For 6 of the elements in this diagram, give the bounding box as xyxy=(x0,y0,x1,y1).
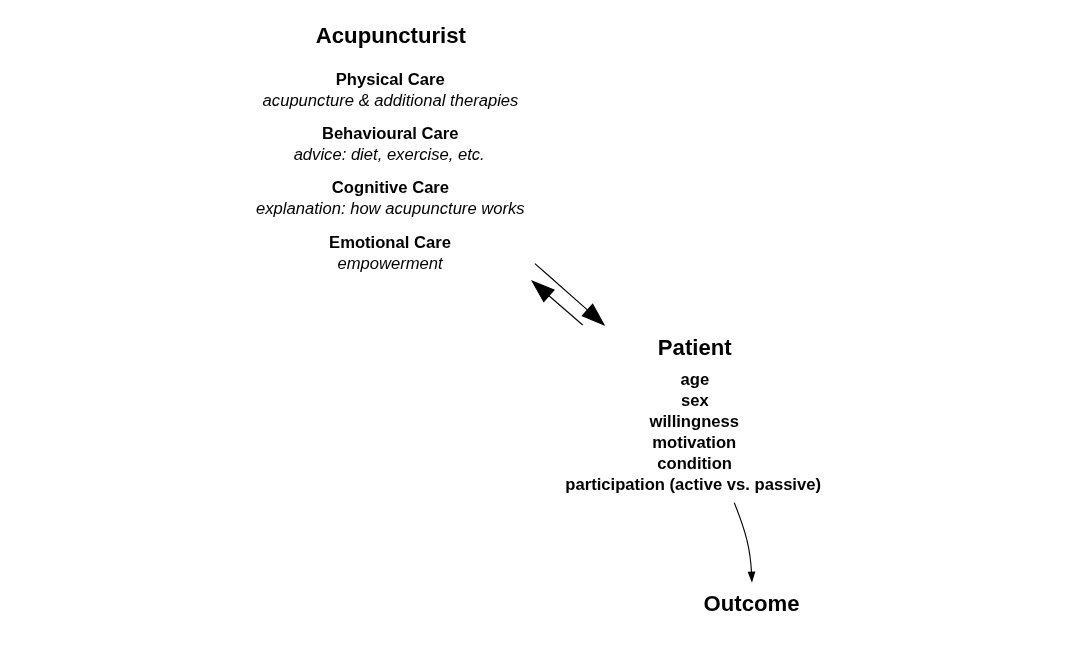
arrow xyxy=(733,502,755,583)
arrow xyxy=(533,263,605,326)
node-text: Outcome xyxy=(702,591,800,617)
arrow xyxy=(530,280,583,326)
node-text: Acupuncturist Physical Care acupuncture & additional therapies Behavioural Care advice: diet, exercise, etc. Cognitive Care explanation: how acupuncture works Emotional Care empowerment xyxy=(255,22,525,273)
node-text: Patient age sex willingness motivation condition participation (active vs. passive) xyxy=(564,335,821,495)
